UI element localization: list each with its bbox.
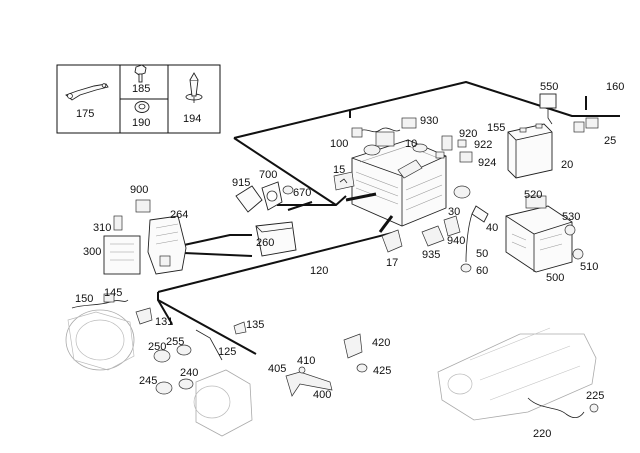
callout-100: 100 bbox=[330, 138, 348, 150]
callout-530: 530 bbox=[562, 211, 580, 223]
callout-510: 510 bbox=[580, 261, 598, 273]
battery-drawing bbox=[345, 131, 447, 233]
bracket-175-drawing bbox=[65, 83, 109, 101]
callout-50: 50 bbox=[476, 248, 488, 260]
part-940-drawing bbox=[443, 215, 461, 237]
callout-17: 17 bbox=[386, 257, 398, 269]
callout-924: 924 bbox=[478, 157, 496, 169]
callout-155: 155 bbox=[487, 122, 505, 134]
callout-922: 922 bbox=[474, 139, 492, 151]
part-900-drawing bbox=[135, 199, 151, 213]
part-135-drawing bbox=[233, 321, 247, 335]
part-510-drawing bbox=[572, 248, 584, 260]
cable-100-drawing bbox=[351, 127, 401, 138]
starter-motor-drawing bbox=[193, 369, 253, 437]
callout-425: 425 bbox=[373, 365, 391, 377]
label-175: 175 bbox=[76, 108, 94, 120]
callout-225: 225 bbox=[586, 390, 604, 402]
callout-135: 135 bbox=[246, 319, 264, 331]
part-131-drawing bbox=[135, 307, 153, 325]
callout-410: 410 bbox=[297, 355, 315, 367]
part-420-drawing bbox=[343, 333, 363, 359]
callouts: 930 920 922 924 550 160 155 25 20 100 10… bbox=[75, 81, 624, 440]
callout-131: 131 bbox=[155, 316, 173, 328]
callout-310: 310 bbox=[93, 222, 111, 234]
bracket-400-drawing bbox=[285, 366, 333, 397]
pipe-220-drawing bbox=[527, 397, 599, 418]
callout-260: 260 bbox=[256, 237, 274, 249]
part-240-drawing bbox=[178, 378, 194, 390]
callout-255: 255 bbox=[166, 336, 184, 348]
label-194: 194 bbox=[183, 113, 201, 125]
callout-160: 160 bbox=[606, 81, 624, 93]
transmission-drawing bbox=[437, 327, 597, 421]
part-530-drawing bbox=[564, 224, 576, 236]
callout-30: 30 bbox=[448, 206, 460, 218]
callout-915: 915 bbox=[232, 177, 250, 189]
clip-194-drawing bbox=[185, 72, 203, 103]
bracket-17-drawing bbox=[381, 229, 403, 253]
callout-400: 400 bbox=[313, 389, 331, 401]
part-935-drawing bbox=[421, 225, 445, 247]
callout-220: 220 bbox=[533, 428, 551, 440]
sticker-15-drawing bbox=[333, 171, 355, 191]
callout-145: 145 bbox=[104, 287, 122, 299]
label-185: 185 bbox=[132, 83, 150, 95]
connector-25-drawing bbox=[573, 117, 599, 133]
inset-table: 175 185 190 194 bbox=[56, 64, 221, 134]
cable-150-drawing bbox=[71, 293, 129, 309]
nut-190-drawing bbox=[134, 101, 150, 113]
callout-20: 20 bbox=[561, 159, 573, 171]
callout-245: 245 bbox=[139, 375, 157, 387]
callout-125: 125 bbox=[218, 346, 236, 358]
callout-935: 935 bbox=[422, 249, 440, 261]
callout-10: 10 bbox=[405, 138, 417, 150]
connector-930-drawing bbox=[401, 117, 417, 129]
callout-250: 250 bbox=[148, 341, 166, 353]
control-unit-300-drawing bbox=[103, 235, 141, 275]
alternator-drawing bbox=[65, 309, 135, 371]
small-parts-920-924 bbox=[435, 135, 473, 163]
wiring-harness bbox=[157, 81, 620, 355]
module-500-drawing bbox=[505, 195, 573, 273]
part-425-drawing bbox=[356, 363, 368, 373]
part-255-drawing bbox=[176, 344, 192, 356]
callout-150: 150 bbox=[75, 293, 93, 305]
callout-670: 670 bbox=[293, 187, 311, 199]
callout-300: 300 bbox=[83, 246, 101, 258]
parts-915-700-drawing bbox=[235, 181, 294, 213]
callout-40: 40 bbox=[486, 222, 498, 234]
callout-405: 405 bbox=[268, 363, 286, 375]
relay-550-drawing bbox=[539, 93, 557, 125]
label-190: 190 bbox=[132, 117, 150, 129]
callout-25: 25 bbox=[604, 135, 616, 147]
callout-520: 520 bbox=[524, 189, 542, 201]
aux-battery-20-drawing bbox=[507, 123, 553, 179]
callout-240: 240 bbox=[180, 367, 198, 379]
part-250-drawing bbox=[153, 349, 171, 363]
callout-15: 15 bbox=[333, 164, 345, 176]
relay-module-260-drawing bbox=[255, 221, 297, 257]
callout-700: 700 bbox=[259, 169, 277, 181]
part-310-drawing bbox=[113, 215, 123, 231]
part-125-drawing bbox=[195, 329, 223, 361]
callout-500: 500 bbox=[546, 272, 564, 284]
callout-550: 550 bbox=[540, 81, 558, 93]
callout-940: 940 bbox=[447, 235, 465, 247]
callout-420: 420 bbox=[372, 337, 390, 349]
hose-30-40-drawing bbox=[453, 185, 489, 273]
callout-930: 930 bbox=[420, 115, 438, 127]
part-245-drawing bbox=[155, 381, 173, 395]
callout-60: 60 bbox=[476, 265, 488, 277]
callout-900: 900 bbox=[130, 184, 148, 196]
fuse-box-264-drawing bbox=[147, 215, 187, 275]
callout-920: 920 bbox=[459, 128, 477, 140]
bolt-185-drawing bbox=[134, 64, 147, 83]
callout-264: 264 bbox=[170, 209, 188, 221]
callout-120: 120 bbox=[310, 265, 328, 277]
